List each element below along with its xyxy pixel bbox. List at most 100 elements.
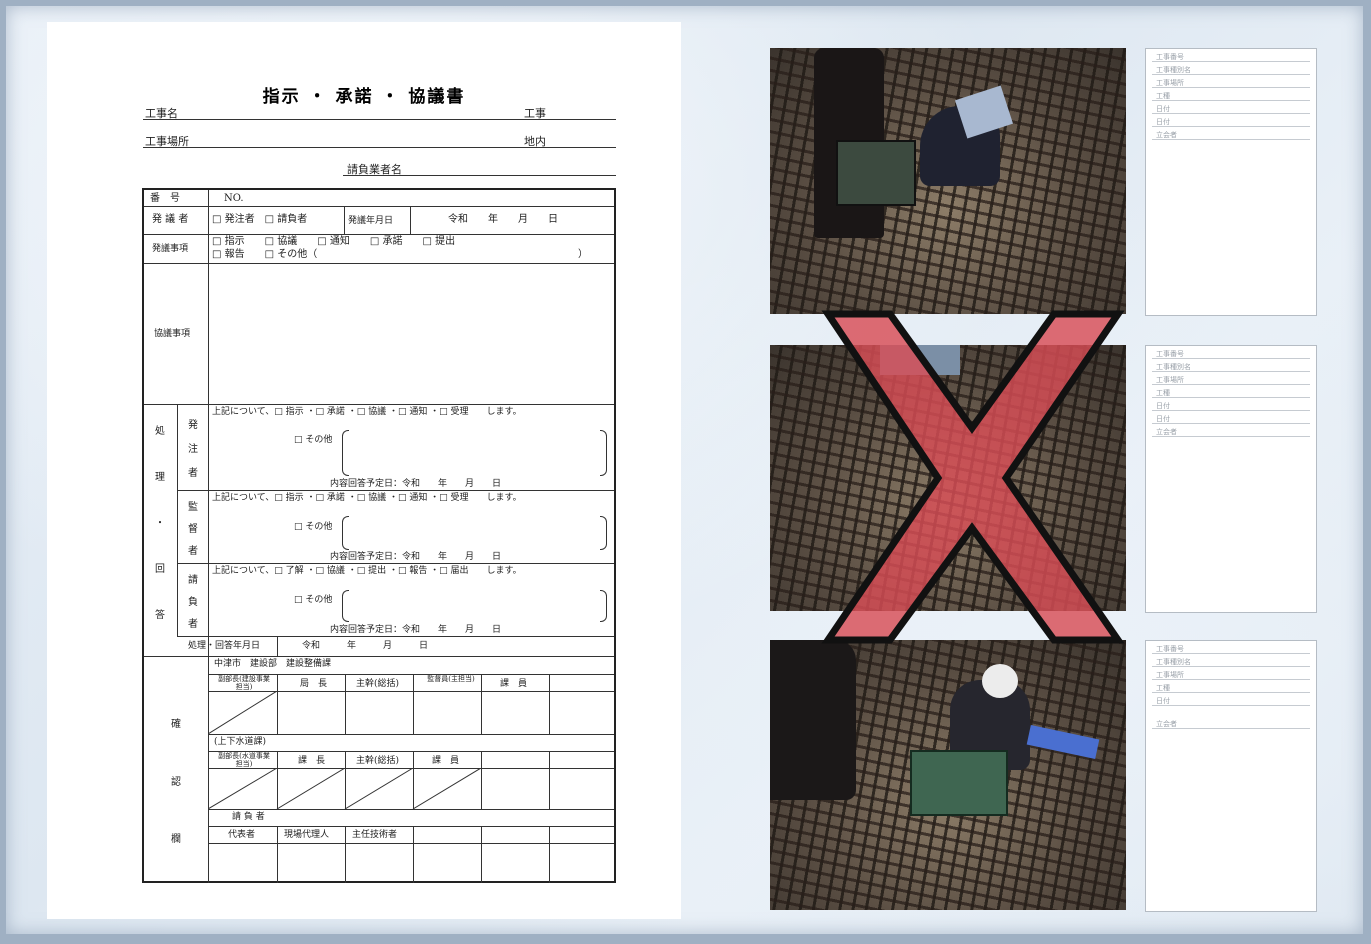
- red-x-shape: [821, 310, 1125, 644]
- row-line: [208, 809, 614, 810]
- processing-outer-char: ・: [155, 518, 165, 529]
- matter-label: 発議事項: [152, 244, 189, 254]
- approval-header: 代表者: [228, 830, 256, 840]
- memo-line: 日付: [1156, 402, 1170, 410]
- number-value: NO.: [224, 193, 244, 204]
- cell-divider: [277, 636, 278, 656]
- contractor-char: 負: [188, 597, 198, 608]
- answer-date-label: 処理・回答年月日: [188, 641, 261, 651]
- supervisor-line: 上記について、□ 指示 ・□ 承諾 ・□ 協議 ・□ 通知 ・□ 受理 します。: [212, 493, 522, 503]
- remarks-char: 確: [171, 719, 181, 730]
- cell-divider: [413, 674, 414, 734]
- supervisor-bracket-right: [600, 516, 607, 550]
- row-line: [144, 206, 614, 207]
- memo-line: 工事種別名: [1156, 66, 1191, 74]
- approval-header: 局 長: [300, 679, 328, 689]
- site-photo-3: [770, 640, 1126, 910]
- approval-header: 主幹(総括): [356, 679, 400, 689]
- row-line: [144, 404, 614, 405]
- diagonal-slashes: [208, 768, 481, 809]
- contractor-char: 請: [188, 575, 198, 586]
- row-line: [208, 843, 614, 844]
- contractor-bracket-right: [600, 590, 607, 622]
- memo-line: 工事場所: [1156, 79, 1184, 87]
- row-line: [208, 768, 614, 769]
- orderer-bracket-right: [600, 430, 607, 476]
- approval-header: 主幹(総括): [356, 756, 400, 766]
- cell-divider: [277, 826, 278, 883]
- row-line: [208, 826, 614, 827]
- cell-divider: [413, 826, 414, 883]
- processing-outer-char: 処: [155, 426, 165, 437]
- photo-memo-2: 工事番号 工事種別名 工事場所 工種 日付 日付 立会者: [1145, 345, 1317, 613]
- memo-line: 日付: [1156, 105, 1170, 113]
- label-column-divider: [208, 190, 209, 883]
- memo-line: 工種: [1156, 684, 1170, 692]
- memo-line: 工種: [1156, 389, 1170, 397]
- issue-date-value: 令和 年 月 日: [448, 214, 558, 225]
- cell-divider: [549, 826, 550, 883]
- contractor-char: 者: [188, 619, 198, 630]
- matter-options-line1: □ 指示 □ 協議 □ 通知 □ 承諾 □ 提出: [212, 236, 456, 247]
- memo-line: 工事場所: [1156, 376, 1184, 384]
- approval-header: 課 長: [298, 756, 326, 766]
- contractor-line: 上記について、□ 了解 ・□ 協議 ・□ 提出 ・□ 報告 ・□ 届出 します。: [212, 566, 522, 576]
- orderer-char: 発: [188, 420, 198, 431]
- supervisor-reply-date: 内容回答予定日：令和 年 月 日: [330, 552, 502, 562]
- row-line: [208, 751, 614, 752]
- supervisor-other-label: □ その他: [294, 522, 333, 532]
- memo-line: 工事番号: [1156, 53, 1184, 61]
- cell-divider: [344, 206, 345, 234]
- cell-divider: [481, 826, 482, 883]
- memo-line: 工事種別名: [1156, 658, 1191, 666]
- project-name-label: 工事名: [145, 107, 178, 120]
- cell-divider: [549, 674, 550, 734]
- instruction-form-page: 指示 ・ 承諾 ・ 協議書 工事名 工事 工事場所 地内 請負業者名: [47, 22, 681, 919]
- matter-options-line2: □ 報告 □ その他（: [212, 249, 318, 260]
- row-line: [177, 490, 614, 491]
- processing-inner-divider: [177, 404, 178, 637]
- cell-divider: [410, 206, 411, 234]
- contractor-bracket-left: [342, 590, 349, 622]
- form-table: 番 号 NO. 発 議 者 □ 発注者 □ 請負者 発議年月日 令和 年 月 日…: [142, 188, 616, 883]
- approval-header: 副部長(建設事業担当): [218, 675, 270, 691]
- memo-line: 工事番号: [1156, 350, 1184, 358]
- supervisor-char: 者: [188, 546, 198, 557]
- remarks-contractor-label: 請 負 者: [232, 812, 265, 822]
- memo-line: 立会者: [1156, 428, 1177, 436]
- matter-options-close: ）: [578, 249, 588, 260]
- approval-header: 課 員: [432, 756, 460, 766]
- cell-divider: [345, 751, 346, 809]
- remarks-char: 欄: [171, 834, 181, 845]
- memo-line: 立会者: [1156, 131, 1177, 139]
- row-line: [177, 563, 614, 564]
- supervisor-char: 督: [188, 524, 198, 535]
- cell-divider: [345, 826, 346, 883]
- cell-divider: [345, 674, 346, 734]
- cell-divider: [277, 674, 278, 734]
- site-line: [143, 147, 616, 148]
- processing-outer-char: 答: [155, 610, 165, 621]
- remarks-char: 認: [171, 777, 181, 788]
- memo-line: 立会者: [1156, 720, 1177, 728]
- orderer-bracket-left: [342, 430, 349, 476]
- answer-date-value: 令和 年 月 日: [302, 641, 429, 651]
- cell-divider: [481, 674, 482, 734]
- supervisor-bracket-left: [342, 516, 349, 550]
- memo-line: 工事場所: [1156, 671, 1184, 679]
- approval-header: 副部長(水道事業担当): [218, 752, 270, 768]
- red-x-mark-icon: [821, 310, 1125, 644]
- content-label: 協議事項: [154, 329, 191, 339]
- photo-memo-3: 工事番号 工事種別名 工事場所 工種 日付 立会者: [1145, 640, 1317, 912]
- cell-divider: [481, 751, 482, 809]
- orderer-line: 上記について、□ 指示 ・□ 承諾 ・□ 協議 ・□ 通知 ・□ 受理 します。: [212, 407, 522, 417]
- section-label: (上下水道課): [214, 737, 267, 747]
- orderer-char: 者: [188, 468, 198, 479]
- row-line: [208, 734, 614, 735]
- dept-line: 中津市 建設部 建設整備課: [214, 659, 332, 669]
- issue-date-label: 発議年月日: [348, 216, 394, 226]
- row-line: [208, 674, 614, 675]
- approval-header: 監督員(主担当): [427, 675, 475, 683]
- project-name-line: [143, 119, 616, 120]
- approval-header: 現場代理人: [284, 830, 330, 840]
